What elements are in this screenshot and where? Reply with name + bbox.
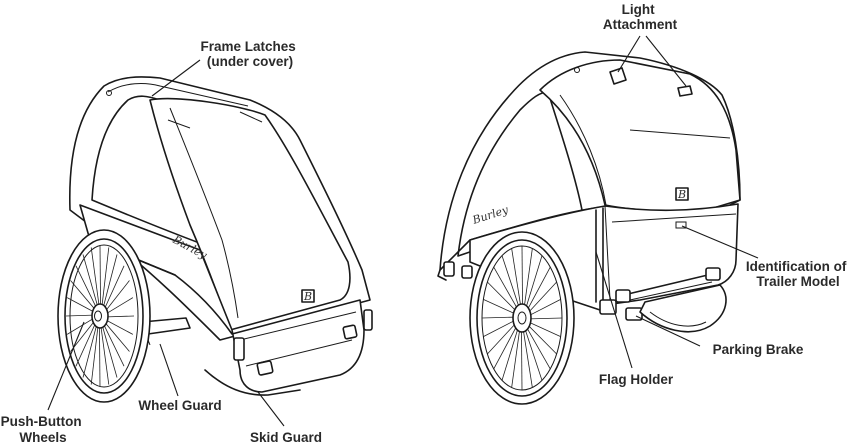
label-frame-latches: Frame Latches (under cover) — [200, 39, 299, 69]
wheel-spoke — [102, 265, 125, 314]
label-light-attachment: Light Attachment — [603, 2, 678, 32]
leader-lines — [47, 35, 759, 427]
light-attachment-tab-right — [677, 85, 693, 97]
wheel-spoke — [75, 318, 98, 367]
wheel-spoke — [82, 319, 99, 378]
wheel-spoke — [511, 322, 522, 388]
wheel-spoke — [82, 254, 100, 312]
wheel-spoke — [501, 255, 522, 314]
wheel-spoke — [521, 245, 523, 314]
wheel-spoke — [90, 247, 101, 312]
left-logo-letter: B — [303, 290, 312, 303]
label-skid-guard: Skid Guard — [250, 430, 322, 445]
wheel-spoke — [75, 265, 99, 313]
wheel-spoke — [101, 319, 125, 367]
wheel-spoke — [523, 255, 543, 315]
wheel-spoke — [90, 320, 100, 385]
wheel-spoke — [522, 248, 533, 314]
wheel-spoke — [523, 321, 551, 370]
wheel-spoke — [99, 244, 101, 312]
label-wheel-guard: Wheel Guard — [138, 398, 221, 413]
wheel-spoke — [521, 322, 533, 388]
wheel-spoke — [70, 280, 99, 313]
right-rear-axle-bar — [627, 273, 713, 295]
wheel-spoke — [522, 322, 543, 381]
flag-holder-tube — [595, 207, 604, 303]
left-skid-guard — [204, 369, 301, 396]
wheel-spoke — [101, 319, 130, 352]
right-logo-letter: B — [677, 188, 686, 201]
wheel-spoke — [521, 322, 523, 391]
wheel-spoke — [511, 248, 523, 314]
right-trailer-illustration: B Burley — [437, 51, 741, 405]
wheel-spoke — [501, 321, 521, 381]
wheel-spoke — [101, 254, 118, 313]
wheel-spoke — [100, 320, 118, 378]
label-identification: Identification of Trailer Model — [746, 259, 850, 289]
wheel-spoke — [99, 320, 101, 388]
right-wheel — [469, 231, 575, 405]
label-push-button-wheels: Push-Button Wheels — [1, 414, 86, 445]
left-wheel — [57, 229, 151, 403]
wheel-spoke — [100, 247, 110, 312]
wheel-spoke — [493, 320, 520, 370]
wheel-spoke — [524, 266, 551, 316]
label-parking-brake: Parking Brake — [713, 342, 804, 357]
wheel-spoke — [493, 266, 521, 315]
right-rear-wheel — [639, 284, 727, 333]
wheel-spoke — [99, 320, 110, 385]
light-attachment-tab-left — [609, 67, 627, 85]
left-front-panel — [149, 97, 351, 331]
label-flag-holder: Flag Holder — [599, 372, 674, 387]
left-lower-body — [79, 204, 365, 393]
left-trailer-illustration: B Burley — [57, 76, 373, 403]
